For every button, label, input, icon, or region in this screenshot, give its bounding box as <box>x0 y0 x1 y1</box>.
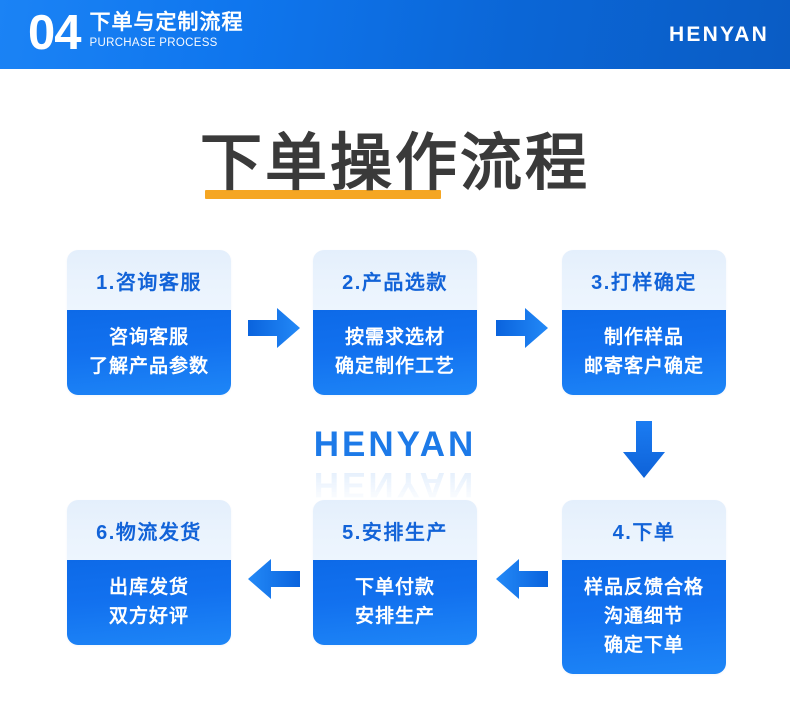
page-title: 下单操作流程 <box>199 129 590 198</box>
step-card-2-body: 按需求选材 确定制作工艺 <box>313 310 477 395</box>
step-card-1-line-2: 了解产品参数 <box>88 356 209 377</box>
arrow-right-icon <box>246 305 302 356</box>
step-card-6[interactable]: 6.物流发货 出库发货 双方好评 <box>67 500 231 645</box>
step-card-1-heading: 1.咨询客服 <box>67 250 231 310</box>
brand-logo: HENYAN <box>669 23 769 46</box>
step-card-4-body: 样品反馈合格 沟通细节 确定下单 <box>562 560 726 674</box>
step-card-4-line-3: 确定下单 <box>603 635 684 656</box>
page-header: 04 下单与定制流程 PURCHASE PROCESS HENYAN <box>0 0 790 69</box>
page-title-inner: 下单操作流程 <box>200 122 590 206</box>
header-title-en: PURCHASE PROCESS <box>89 37 218 49</box>
header-title-cn: 下单与定制流程 <box>89 11 244 34</box>
header-section-number: 04 <box>28 6 82 60</box>
watermark-text: HENYAN <box>313 425 477 464</box>
step-card-4-line-1: 样品反馈合格 <box>583 577 704 598</box>
arrow-left-icon <box>494 556 550 607</box>
step-card-1-body: 咨询客服 了解产品参数 <box>67 310 231 395</box>
step-card-2-line-1: 按需求选材 <box>344 327 445 348</box>
step-card-3-body: 制作样品 邮寄客户确定 <box>562 310 726 395</box>
page-title-wrap: 下单操作流程 <box>0 122 790 206</box>
step-card-4[interactable]: 4.下单 样品反馈合格 沟通细节 确定下单 <box>562 500 726 674</box>
arrow-left-icon <box>246 556 302 607</box>
step-card-5-heading: 5.安排生产 <box>313 500 477 560</box>
step-card-2-line-2: 确定制作工艺 <box>334 356 455 377</box>
step-card-3[interactable]: 3.打样确定 制作样品 邮寄客户确定 <box>562 250 726 395</box>
step-card-1-line-1: 咨询客服 <box>108 327 189 348</box>
header-title-group: 下单与定制流程 PURCHASE PROCESS <box>90 10 244 51</box>
step-card-4-line-2: 沟通细节 <box>603 606 684 627</box>
step-card-3-line-1: 制作样品 <box>603 327 684 348</box>
step-card-2-heading: 2.产品选款 <box>313 250 477 310</box>
step-card-6-line-2: 双方好评 <box>108 606 189 627</box>
arrow-right-icon <box>494 305 550 356</box>
step-card-3-line-2: 邮寄客户确定 <box>583 356 704 377</box>
step-card-6-heading: 6.物流发货 <box>67 500 231 560</box>
watermark-reflection: HENYAN <box>313 465 477 504</box>
center-watermark: HENYAN HENYAN <box>0 424 790 505</box>
step-card-1[interactable]: 1.咨询客服 咨询客服 了解产品参数 <box>67 250 231 395</box>
step-card-6-body: 出库发货 双方好评 <box>67 560 231 645</box>
step-card-5-line-1: 下单付款 <box>354 577 435 598</box>
title-underline-bar <box>204 190 441 199</box>
step-card-3-heading: 3.打样确定 <box>562 250 726 310</box>
step-card-2[interactable]: 2.产品选款 按需求选材 确定制作工艺 <box>313 250 477 395</box>
step-card-5-line-2: 安排生产 <box>354 606 435 627</box>
step-card-5-body: 下单付款 安排生产 <box>313 560 477 645</box>
header-left-group: 04 下单与定制流程 PURCHASE PROCESS <box>28 4 244 62</box>
step-card-4-heading: 4.下单 <box>562 500 726 560</box>
arrow-down-icon <box>618 419 670 486</box>
step-card-6-line-1: 出库发货 <box>108 577 189 598</box>
step-card-5[interactable]: 5.安排生产 下单付款 安排生产 <box>313 500 477 645</box>
